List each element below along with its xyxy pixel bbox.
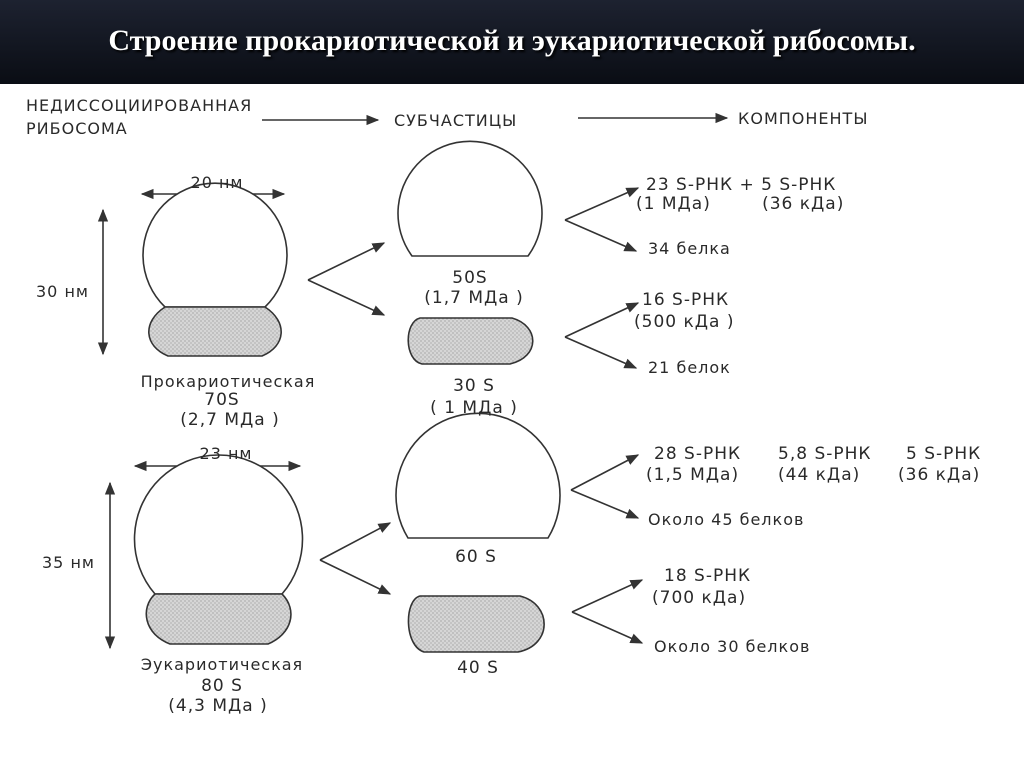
rna-30s: 16 S-РНК xyxy=(642,290,730,310)
rna1-mass-60s: (1,5 МДа) xyxy=(646,465,740,485)
sediment-40s: 40 S xyxy=(457,658,499,678)
header-subunits: СУБЧАСТИЦЫ xyxy=(394,111,518,130)
rna2-60s: 5,8 S-РНК xyxy=(778,444,872,464)
sediment-50s: 50S xyxy=(452,268,488,288)
rna-50s: 23 S-РНК + 5 S-РНК xyxy=(646,175,837,195)
header-ribosome: РИБОСОМА xyxy=(26,119,128,138)
proteins-40s: Около 30 белков xyxy=(654,637,811,656)
name-70s: Прокариотическая xyxy=(140,372,316,391)
mass-30s: ( 1 МДа ) xyxy=(430,398,518,418)
ribosome-80s-small xyxy=(145,593,292,645)
sediment-60s: 60 S xyxy=(455,547,497,567)
subunit-40s xyxy=(407,595,545,653)
name-80s: Эукариотическая xyxy=(140,655,304,674)
height-label-80s: 35 нм xyxy=(42,553,95,572)
proteins-60s: Около 45 белков xyxy=(648,510,805,529)
header-components: КОМПОНЕНТЫ xyxy=(738,109,869,128)
ribosome-70s-large xyxy=(142,182,288,308)
mass-70s: (2,7 МДа ) xyxy=(180,410,280,430)
rna3-60s: 5 S-РНК xyxy=(906,444,982,464)
title-bar: Строение прокариотической и эукариотичес… xyxy=(0,0,1024,84)
sediment-70s: 70S xyxy=(204,390,240,410)
sediment-30s: 30 S xyxy=(453,376,495,396)
subunit-60s xyxy=(395,412,561,539)
rna-mass-40s: (700 кДа) xyxy=(652,588,747,608)
rna-mass-30s: (500 кДа ) xyxy=(634,312,735,332)
mass-80s: (4,3 МДа ) xyxy=(168,696,268,716)
width-label-70s: 20 нм xyxy=(190,173,244,192)
proteins-50s: 34 белка xyxy=(648,239,731,258)
rna-40s: 18 S-РНК xyxy=(664,566,752,586)
ribosome-70s-small xyxy=(148,306,282,357)
width-label-80s: 23 нм xyxy=(199,444,253,463)
rna2-mass-60s: (44 кДа) xyxy=(778,465,861,485)
proteins-30s: 21 белок xyxy=(648,358,731,377)
height-label-70s: 30 нм xyxy=(36,282,89,301)
subunit-30s xyxy=(407,317,534,365)
diagram-graphics xyxy=(97,112,729,653)
rna3-mass-60s: (36 кДа) xyxy=(898,465,981,485)
slide-title: Строение прокариотической и эукариотичес… xyxy=(108,24,916,57)
header-undissociated: НЕДИССОЦИИРОВАННАЯ xyxy=(26,96,253,115)
mass-50s: (1,7 МДа ) xyxy=(424,288,524,308)
ribosome-diagram: НЕДИССОЦИИРОВАННАЯ РИБОСОМА СУБЧАСТИЦЫ К… xyxy=(0,84,1024,767)
ribosome-80s-large xyxy=(133,454,304,595)
subunit-50s xyxy=(397,140,543,257)
sediment-80s: 80 S xyxy=(201,676,243,696)
rna1-60s: 28 S-РНК xyxy=(654,444,742,464)
rna-mass-50s: (1 МДа) (36 кДа) xyxy=(636,194,845,214)
